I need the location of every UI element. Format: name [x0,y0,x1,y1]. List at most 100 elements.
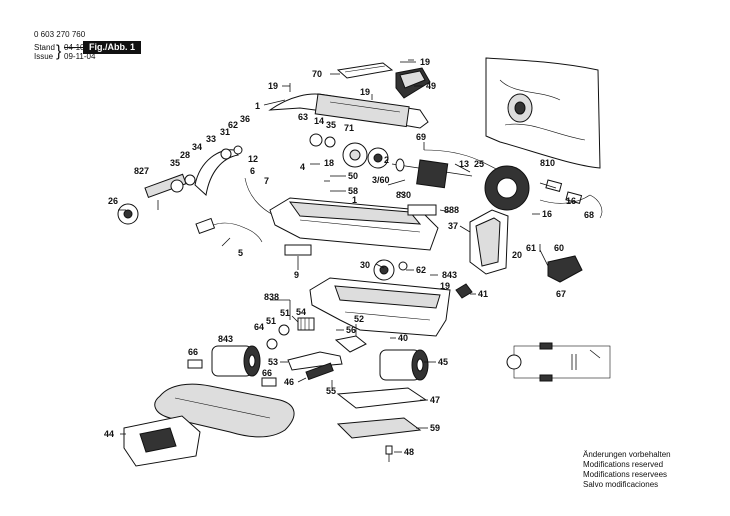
part-41 [455,283,473,299]
leader-lines [118,61,557,453]
part-label: 30 [360,260,370,270]
part-label: 18 [324,158,334,168]
rear-cover [547,255,583,283]
part-label: 838 [264,292,279,302]
part-label: 16 [542,209,552,219]
stator [484,165,530,211]
part-label: 1 [352,195,357,205]
part-label: 55 [326,386,336,396]
part-label: 5 [238,248,243,258]
part-label: 40 [398,333,408,343]
front-roller [211,345,261,377]
part-label: 888 [444,205,459,215]
part-labels: 19 70 49 19 19 1 63 14 35 71 69 62 36 31… [104,57,594,457]
plate-66a [187,359,203,369]
bearing-51 [278,324,290,336]
part-label: 47 [430,395,440,405]
part-label: 35 [326,120,336,130]
part-label: 843 [218,334,233,344]
small-screws [289,59,414,182]
part-label: 35 [170,158,180,168]
part-label: 54 [296,307,306,317]
bearing-64 [266,338,278,350]
part-label: 7 [264,176,269,186]
part-label: 68 [584,210,594,220]
part-label: 843 [442,270,457,280]
part-label: 26 [108,196,118,206]
carbon-brushes [539,179,603,219]
part-label: 63 [298,112,308,122]
issue-label: Issue [34,52,54,61]
note-line: Modifications reserved [583,460,664,469]
part-label: 59 [430,423,440,433]
drive-roller [373,259,408,281]
switch-part-49 [395,67,431,99]
part-label: 44 [104,429,114,439]
part-label: 46 [284,377,294,387]
sanding-belt [154,383,295,438]
part-label: 49 [426,81,436,91]
part-label: 830 [396,190,411,200]
part-label: 19 [360,87,370,97]
part-label: 56 [346,325,356,335]
part-label: 4 [300,162,305,172]
part-label: 48 [404,447,414,457]
footer-notes: Änderungen vorbehalten Modifications res… [583,450,671,490]
part-label: 50 [348,171,358,181]
rating-plate [407,204,437,216]
part-label: 53 [268,357,278,367]
part-label: 36 [240,114,250,124]
part-label: 20 [512,250,522,260]
plate-66b [261,377,277,387]
part-label: 41 [478,289,488,299]
part-label: 810 [540,158,555,168]
pin-46 [305,362,334,381]
base-frame [309,277,451,337]
part-label: 1 [255,101,260,111]
part-label: 6 [250,166,255,176]
note-line: Salvo modificaciones [583,480,659,489]
part-label: 13 [459,159,469,169]
motor-housing [269,197,439,251]
part-label: 52 [354,314,364,324]
figure-label: Fig./Abb. 1 [83,41,141,54]
part-label: 12 [248,154,258,164]
part-label: 70 [312,69,322,79]
part-label: 62 [416,265,426,275]
end-cap [469,209,509,275]
dust-bag [485,57,601,169]
stand-value: 04-10 [64,43,85,52]
part-label: 31 [220,127,230,137]
part-label: 16 [566,196,576,206]
gear-pair [342,142,389,169]
power-cord [195,217,263,243]
doc-number: 0 603 270 760 [34,30,86,39]
sanding-frame [123,415,201,467]
handle-housing [268,93,429,129]
note-line: Modifications reservees [583,470,668,479]
screw-48 [385,445,393,462]
wiring-schematic [506,342,611,382]
part-label: 71 [344,123,354,133]
brace-glyph: } [56,43,62,60]
part-label: 3/60 [372,175,390,185]
note-line: Änderungen vorbehalten [583,450,671,459]
part-label: 14 [314,116,324,126]
cover-part-70 [336,62,394,79]
part-label: 19 [420,57,430,67]
part-label: 60 [554,243,564,253]
rear-roller [379,349,429,381]
label-plate [284,244,312,256]
part-label: 69 [416,132,426,142]
part-label: 45 [438,357,448,367]
part-label: 28 [180,150,190,160]
stand-label: Stand [34,43,55,52]
part-label: 19 [268,81,278,91]
part-label: 62 [228,120,238,130]
part-label: 58 [348,186,358,196]
spring [297,317,315,331]
part-label: 51 [266,316,276,326]
part-label: 64 [254,322,264,332]
part-label: 34 [192,142,202,152]
